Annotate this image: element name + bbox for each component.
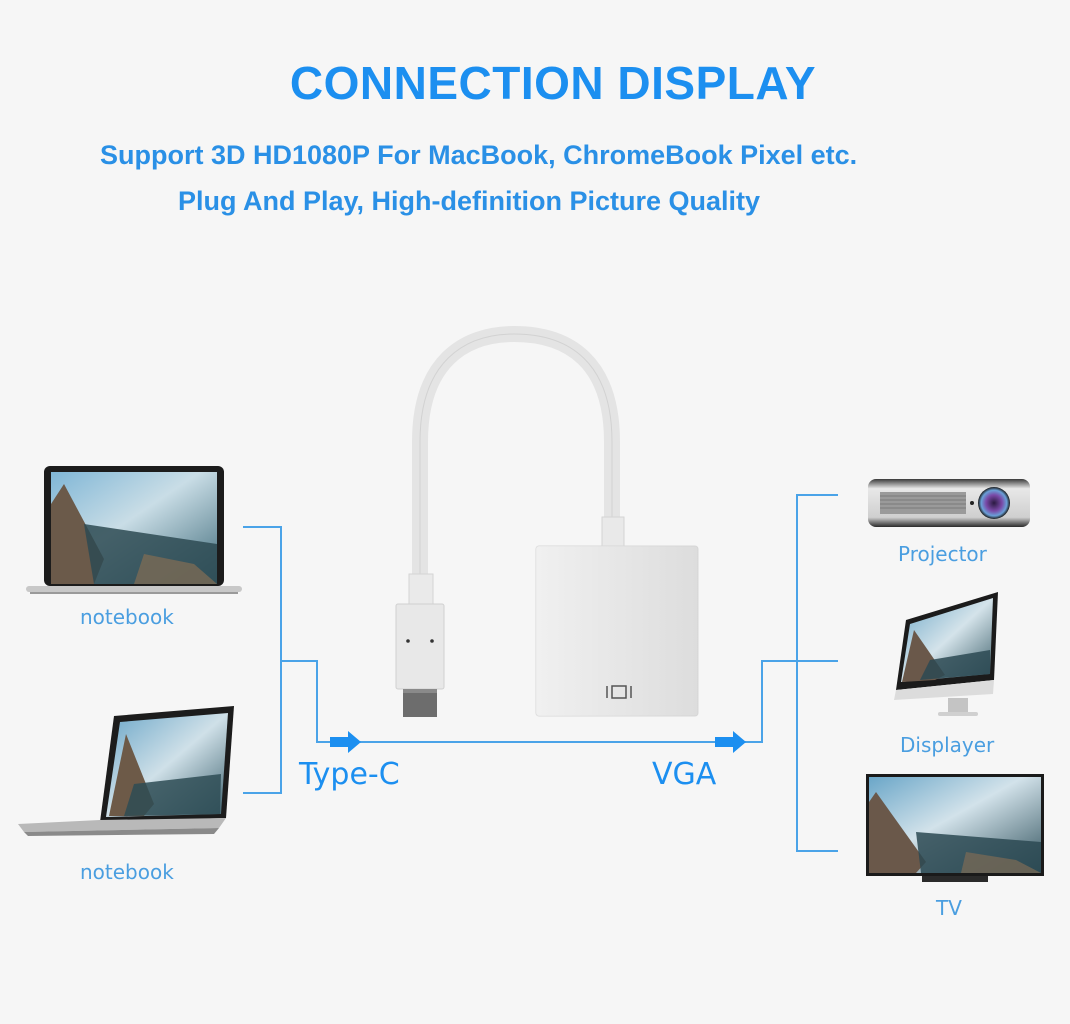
target-label-projector: Projector [898, 542, 987, 566]
page-title: CONNECTION DISPLAY [289, 57, 817, 109]
arrow-icons [330, 731, 746, 753]
output-label-vga: VGA [652, 757, 717, 792]
tv-icon [866, 772, 1044, 884]
source-label-notebook-2: notebook [80, 860, 174, 884]
laptop-angled-icon [14, 704, 236, 840]
target-label-displayer: Displayer [900, 733, 995, 757]
vga-port-glyph [606, 685, 632, 699]
source-label-notebook-1: notebook [80, 605, 174, 629]
projector-icon [866, 476, 1032, 530]
laptop-front-icon [24, 464, 244, 596]
subtitle-line-2: Plug And Play, High-definition Picture Q… [178, 186, 761, 216]
input-label-type-c: Type-C [299, 757, 400, 792]
subtitle-line-1: Support 3D HD1080P For MacBook, ChromeBo… [100, 140, 858, 170]
usb-c-to-vga-adapter-icon [384, 322, 704, 722]
monitor-icon [890, 590, 1002, 720]
target-label-tv: TV [936, 896, 962, 920]
